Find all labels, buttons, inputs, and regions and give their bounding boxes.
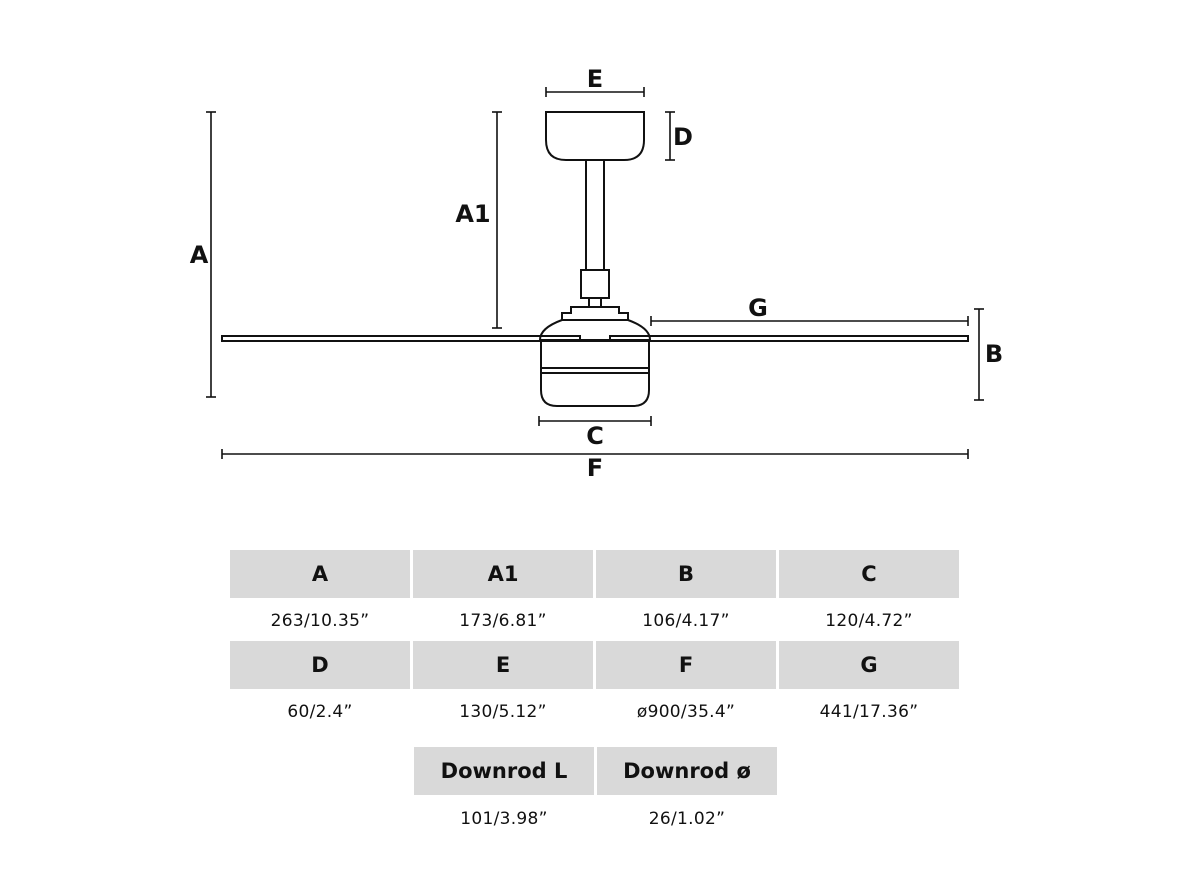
dimension-a (206, 111, 216, 398)
value-g: 441/17.36” (819, 702, 919, 722)
canopy (545, 111, 645, 161)
dimension-c (538, 416, 652, 426)
label-g: G (748, 294, 768, 322)
blade-right (609, 335, 969, 342)
value-c: 120/4.72” (825, 611, 913, 631)
dimension-g (650, 316, 969, 326)
value-f: ø900/35.4” (636, 702, 736, 722)
label-c: C (586, 422, 604, 450)
header-d: D (230, 641, 410, 689)
light-bowl (540, 340, 650, 407)
blade-left (221, 335, 581, 342)
coupler (580, 269, 610, 299)
value-a: 263/10.35” (270, 611, 370, 631)
fan-outline (221, 111, 969, 407)
header-g: G (779, 641, 959, 689)
value-downrod-diameter: 26/1.02” (648, 809, 726, 829)
header-e: E (413, 641, 593, 689)
dimension-f (221, 449, 969, 459)
header-downrod-diameter: Downrod ø (597, 747, 777, 795)
dimension-d (665, 111, 675, 161)
coupler-neck (588, 297, 602, 308)
value-downrod-length: 101/3.98” (460, 809, 548, 829)
label-e: E (587, 65, 603, 93)
label-a: A (190, 241, 209, 269)
label-f: F (587, 454, 603, 482)
fan-dimension-diagram: E D A1 A G B C F (190, 65, 1003, 482)
header-downrod-length: Downrod L (414, 747, 594, 795)
label-d: D (673, 123, 693, 151)
value-b: 106/4.17” (642, 611, 730, 631)
label-b: B (985, 340, 1003, 368)
header-a: A (230, 550, 410, 598)
value-a1: 173/6.81” (459, 611, 547, 631)
label-a1: A1 (455, 200, 490, 228)
dimension-e (545, 87, 645, 97)
header-f: F (596, 641, 776, 689)
header-c: C (779, 550, 959, 598)
dimension-b (974, 308, 984, 401)
dimension-a1 (492, 111, 502, 329)
value-d: 60/2.4” (287, 702, 353, 722)
header-a1: A1 (413, 550, 593, 598)
motor-top (561, 306, 629, 321)
value-e: 130/5.12” (459, 702, 547, 722)
downrod (585, 159, 605, 271)
header-b: B (596, 550, 776, 598)
